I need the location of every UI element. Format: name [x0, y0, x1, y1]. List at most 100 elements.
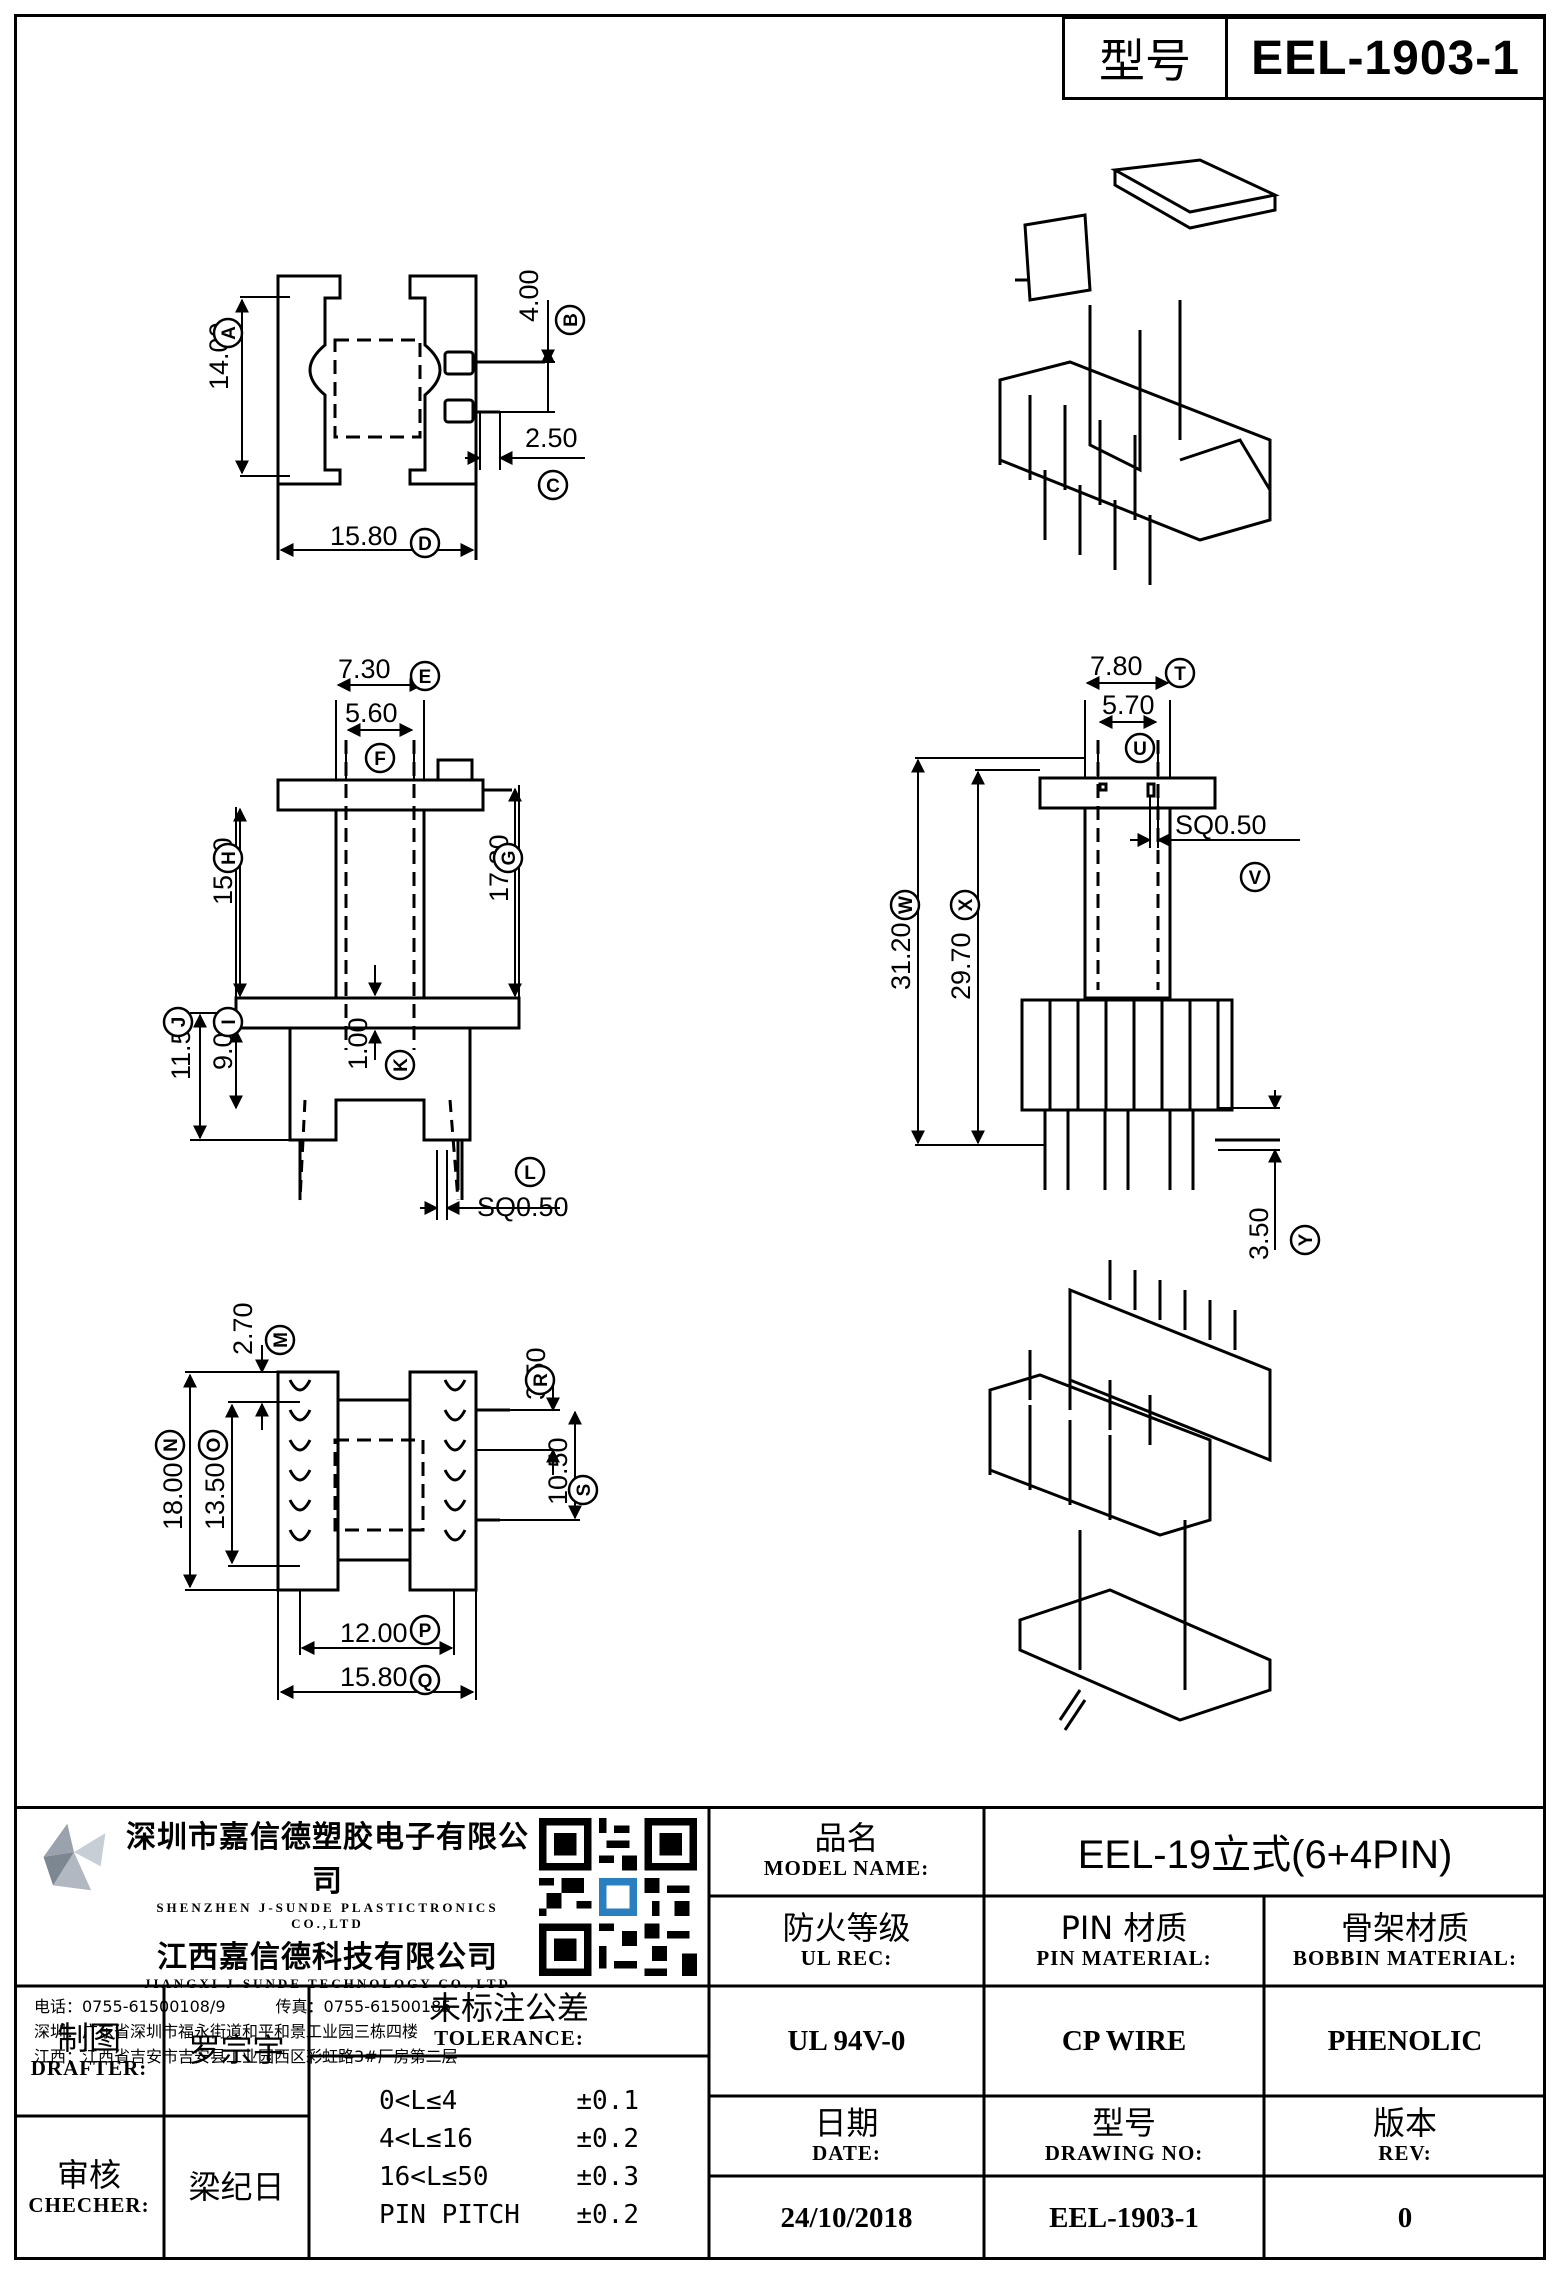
ul-en: UL REC: — [800, 1946, 893, 1970]
model-name-cell: EEL-19立式(6+4PIN) — [984, 1806, 1546, 1896]
dimension-value-s: 10.50 — [543, 1437, 573, 1505]
company-fax: 传真：0755-61500185 — [275, 1997, 452, 2016]
dimension-label-circle-t — [1164, 657, 1196, 689]
company-name-en-1: SHENZHEN J-SUNDE PLASTICTRONICS CO.,LTD — [156, 1900, 499, 1931]
dimension-label-circle-q — [409, 1664, 441, 1696]
dimension-label-circle-p — [409, 1614, 441, 1646]
drafter-cell: 罗宗宇 — [164, 1986, 309, 2116]
dimension-value-o: 13.50 — [200, 1462, 230, 1530]
dimension-label-circle-c — [537, 469, 569, 501]
dimension-value-n: 18.00 — [158, 1462, 188, 1530]
pin-value: CP WIRE — [1061, 2024, 1187, 2057]
ul-value: UL 94V-0 — [787, 2024, 906, 2057]
pin-header: PIN 材质 PIN MATERIAL: — [984, 1896, 1264, 1986]
dimension-value-v: SQ0.50 — [1175, 810, 1267, 840]
pin-en: PIN MATERIAL: — [1036, 1946, 1212, 1970]
drafter-value: 罗宗宇 — [188, 2031, 285, 2070]
dimension-label-u: U — [1133, 739, 1147, 760]
rev-header: 版本 REV: — [1264, 2096, 1546, 2176]
dimension-value-t: 7.80 — [1090, 651, 1143, 681]
tolerance-range: 16<L≤50 — [379, 2162, 489, 2192]
dimension-label-circle-b — [554, 304, 586, 336]
dimension-value-d: 15.80 — [330, 521, 398, 551]
dimension-label-q: Q — [418, 1671, 433, 1692]
dimension-label-h: H — [219, 851, 240, 865]
dimension-label-w: W — [896, 896, 917, 914]
dimension-label-a: A — [219, 326, 240, 340]
model-name-en: MODEL NAME: — [763, 1856, 930, 1880]
dimension-label-circle-f — [364, 742, 396, 774]
dimension-label-circle-k — [384, 1049, 416, 1081]
tolerance-row: 4<L≤16±0.2 — [379, 2120, 639, 2158]
tolerance-range: 0<L≤4 — [379, 2086, 458, 2116]
dimension-label-circle-h — [212, 842, 244, 874]
date-value: 24/10/2018 — [780, 2201, 913, 2234]
dimension-value-c: 2.50 — [525, 423, 578, 453]
tolerance-value: ±0.2 — [576, 2200, 639, 2230]
dimension-label-y: Y — [1296, 1233, 1317, 1246]
tolerance-range: 4<L≤16 — [379, 2124, 473, 2154]
dimension-value-p: 12.00 — [340, 1618, 408, 1648]
dimension-label-n: N — [161, 1438, 182, 1452]
company-info: 深圳市嘉信德塑胶电子有限公司 SHENZHEN J-SUNDE PLASTICT… — [34, 1812, 534, 2066]
drafter-header: 制图 DRAFTER: — [14, 1986, 164, 2116]
drafter-cn: 制图 — [56, 2018, 121, 2057]
model-name-cn: 品名 — [814, 1818, 879, 1857]
title-block: 深圳市嘉信德塑胶电子有限公司 SHENZHEN J-SUNDE PLASTICT… — [14, 1806, 1546, 2260]
checker-value: 梁纪日 — [188, 2168, 285, 2207]
tolerance-cn: 未标注公差 — [428, 1988, 589, 2027]
tolerance-value: ±0.1 — [576, 2086, 639, 2116]
dimension-value-x: 29.70 — [946, 932, 976, 1000]
dimension-label-k: K — [391, 1058, 412, 1072]
tolerance-row: 16<L≤50 ±0.3 — [379, 2158, 639, 2196]
dimension-label-r: R — [531, 1373, 552, 1387]
pin-cell: CP WIRE — [984, 1986, 1264, 2096]
dimension-label-p: P — [419, 1621, 432, 1642]
isometric-view-top — [998, 158, 1280, 585]
tolerance-row: PIN PITCH±0.2 — [379, 2196, 639, 2234]
dimension-value-l: SQ0.50 — [477, 1192, 569, 1222]
qr-code — [539, 1818, 697, 1976]
dimension-label-circle-r — [524, 1364, 556, 1396]
bottom-view — [183, 1345, 582, 1700]
dimension-label-circle-l — [514, 1156, 546, 1188]
dimension-label-m: M — [271, 1332, 292, 1348]
front-view — [190, 678, 560, 1220]
dimension-label-l: L — [524, 1163, 536, 1184]
rev-cn: 版本 — [1372, 2103, 1437, 2142]
dimension-value-w: 31.20 — [886, 922, 916, 990]
dimension-value-b: 4.00 — [514, 269, 544, 322]
date-header: 日期 DATE: — [709, 2096, 984, 2176]
checker-en: CHECHER: — [28, 2193, 150, 2217]
dimension-value-e: 7.30 — [338, 654, 391, 684]
tolerance-value: ±0.3 — [576, 2162, 639, 2192]
drawing-cell: EEL-1903-1 — [984, 2176, 1264, 2260]
pin-cn: PIN 材质 — [1060, 1908, 1188, 1947]
dimension-label-circle-g — [492, 842, 524, 874]
dimension-label-circle-x — [949, 889, 981, 921]
dimension-label-x: X — [956, 898, 977, 911]
tolerance-row: 0<L≤4 ±0.1 — [379, 2082, 639, 2120]
company-tel: 电话：0755-61500108/9 — [34, 1997, 226, 2016]
dimension-label-o: O — [204, 1438, 225, 1453]
ul-cell: UL 94V-0 — [709, 1986, 984, 2096]
dimension-label-circle-o — [197, 1429, 229, 1461]
rev-value: 0 — [1397, 2201, 1413, 2234]
bobbin-cn: 骨架材质 — [1340, 1908, 1469, 1947]
checker-header: 审核 CHECHER: — [14, 2116, 164, 2260]
rev-en: REV: — [1378, 2141, 1432, 2165]
technical-drawing: 14.00A4.00B2.50C15.80D7.30E5.60F15.80H17… — [154, 158, 1321, 1731]
model-name-value: EEL-19立式(6+4PIN) — [1077, 1833, 1453, 1877]
dimension-label-circle-y — [1289, 1224, 1321, 1256]
model-tag-label: 型号 — [1065, 19, 1228, 97]
dimension-label-e: E — [419, 667, 432, 688]
company-addr-jx: 江西：江西省吉安市吉安县工业园西区彩虹路3#厂房第二层 — [34, 2047, 458, 2066]
drawing-cn: 型号 — [1091, 2103, 1156, 2142]
dimension-value-f: 5.60 — [345, 698, 398, 728]
dimension-value-q: 15.80 — [340, 1662, 408, 1692]
title-block-grid — [14, 1806, 1546, 2260]
ul-cn: 防火等级 — [782, 1908, 911, 1947]
model-name-header: 品名 MODEL NAME: — [709, 1806, 984, 1896]
drafter-en: DRAFTER: — [30, 2056, 148, 2080]
tolerance-en: TOLERANCE: — [434, 2026, 584, 2050]
